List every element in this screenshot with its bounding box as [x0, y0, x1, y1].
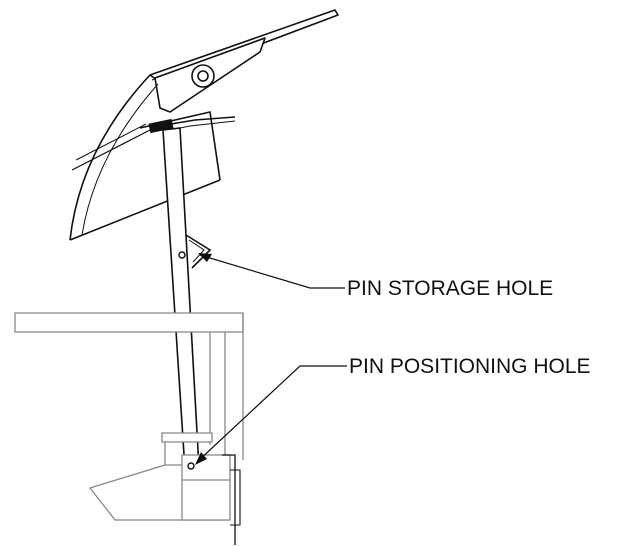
pin-storage-hole-marker [178, 251, 186, 259]
pin-storage-leader [199, 254, 345, 289]
pin-positioning-hole-marker [187, 462, 195, 470]
pin-storage-bracket [185, 234, 212, 269]
pin-positioning-leader [196, 365, 347, 463]
deck-lip-assembly [69, 9, 339, 241]
leader-lines [196, 254, 347, 463]
pin-storage-hole-label: PIN STORAGE HOLE [347, 277, 553, 300]
support-leg [148, 118, 200, 471]
pin-storage-arrowhead [198, 253, 212, 262]
pit-frame [14, 312, 244, 545]
pin-positioning-arrowhead [195, 452, 207, 465]
pin-positioning-hole-label: PIN POSITIONING HOLE [349, 355, 591, 378]
